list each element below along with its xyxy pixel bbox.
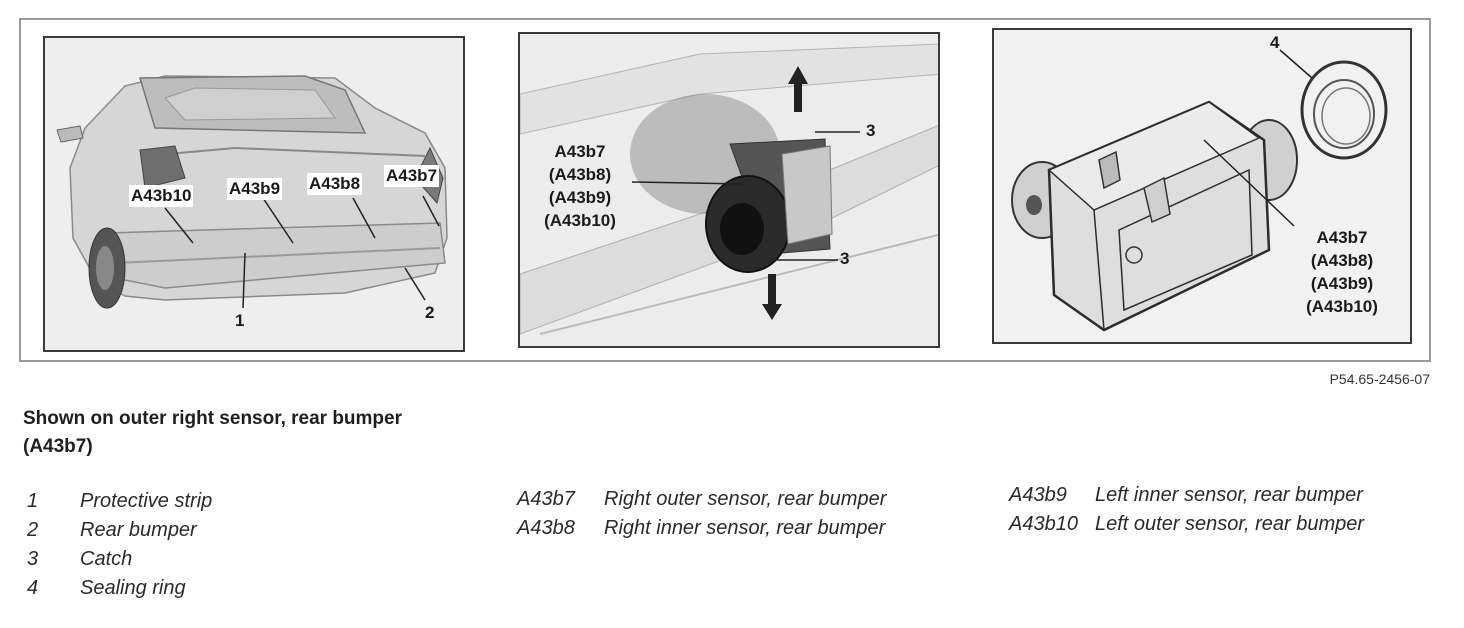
callout-a43b10: A43b10 [129, 185, 194, 207]
panel-car-rear: A43b10 A43b9 A43b8 A43b7 1 2 [43, 36, 465, 352]
legend-text: Left outer sensor, rear bumper [1095, 513, 1365, 535]
sensor-removal-illustration [520, 34, 938, 346]
legend-key: 3 [27, 548, 39, 570]
sensor-label: (A43b10) [1306, 297, 1378, 316]
figure-frame [19, 18, 1431, 362]
legend-key: 4 [27, 577, 39, 599]
sensor-ring-illustration [994, 30, 1410, 342]
callout-catch-bottom: 3 [840, 249, 850, 268]
legend-text: Sealing ring [80, 577, 186, 599]
legend-numbered: 1 Protective strip 2 Rear bumper 3 Catch… [27, 490, 212, 606]
callout-number-4: 4 [1270, 33, 1280, 52]
callout-number-2: 2 [425, 303, 435, 322]
legend-text: Catch [80, 548, 133, 570]
panel-sensor-ring: 4 A43b7 (A43b8) (A43b9) (A43b10) [992, 28, 1412, 344]
sensor-label: (A43b10) [544, 211, 616, 230]
sensor-label: (A43b9) [1310, 274, 1374, 293]
panel-sensor-removal: A43b7 (A43b8) (A43b9) (A43b10) 3 3 [518, 32, 940, 348]
legend-sensors-left: A43b9 Left inner sensor, rear bumper A43… [1009, 484, 1364, 542]
callout-a43b8: A43b8 [307, 173, 363, 195]
sensor-label: (A43b9) [548, 188, 612, 207]
legend-item: A43b10 Left outer sensor, rear bumper [1009, 513, 1364, 542]
legend-sensors-right: A43b7 Right outer sensor, rear bumper A4… [517, 488, 886, 546]
legend-key: 1 [27, 490, 39, 512]
legend-item: A43b8 Right inner sensor, rear bumper [517, 517, 886, 546]
legend-key: A43b10 [1009, 513, 1078, 535]
legend-text: Protective strip [80, 490, 213, 512]
legend-item: 2 Rear bumper [27, 519, 212, 548]
legend-item: A43b7 Right outer sensor, rear bumper [517, 488, 886, 517]
sensor-label: (A43b8) [548, 165, 612, 184]
legend-key: 2 [27, 519, 39, 541]
sensor-label-stack: A43b7 (A43b8) (A43b9) (A43b10) [528, 140, 632, 232]
callout-number-1: 1 [235, 311, 245, 330]
callout-a43b9: A43b9 [227, 178, 283, 200]
legend-item: 3 Catch [27, 548, 212, 577]
legend-item: 4 Sealing ring [27, 577, 212, 606]
legend-text: Rear bumper [80, 519, 197, 541]
legend-text: Right inner sensor, rear bumper [604, 517, 886, 539]
legend-key: A43b9 [1009, 484, 1067, 506]
legend-item: 1 Protective strip [27, 490, 212, 519]
sensor-label: (A43b8) [1310, 251, 1374, 270]
legend-text: Right outer sensor, rear bumper [604, 488, 887, 510]
sensor-label: A43b7 [1316, 228, 1368, 247]
figure-reference: P54.65-2456-07 [1329, 371, 1430, 387]
callout-catch-top: 3 [866, 121, 876, 140]
legend-key: A43b8 [517, 517, 575, 539]
legend-key: A43b7 [517, 488, 575, 510]
sensor-label-stack: A43b7 (A43b8) (A43b9) (A43b10) [1292, 226, 1392, 318]
caption-heading: Shown on outer right sensor, rear bumper… [23, 408, 402, 457]
sensor-label: A43b7 [554, 142, 606, 161]
callout-a43b7: A43b7 [384, 165, 440, 187]
legend-text: Left inner sensor, rear bumper [1095, 484, 1363, 506]
legend-item: A43b9 Left inner sensor, rear bumper [1009, 484, 1364, 513]
